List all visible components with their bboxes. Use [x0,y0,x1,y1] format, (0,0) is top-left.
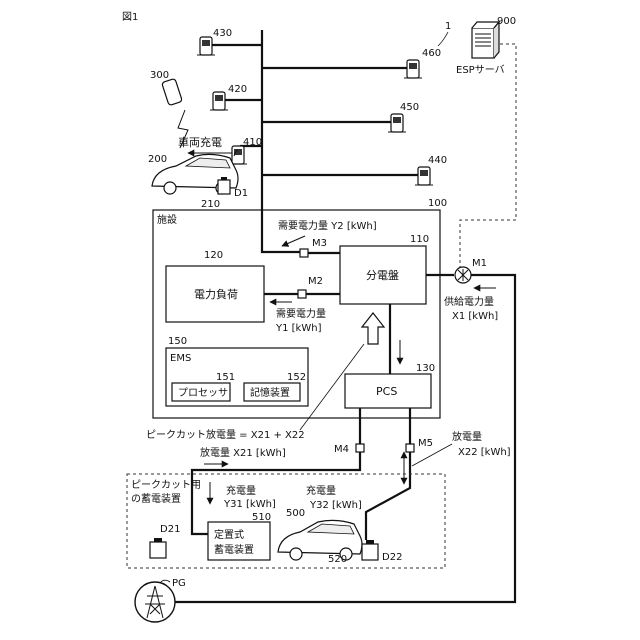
processor-ref: 151 [216,372,235,383]
smartphone-icon [162,78,183,105]
main-bus [262,30,302,252]
server-label: ESPサーバ [456,64,505,76]
charger-icon-430 [197,37,215,55]
processor-label: プロセッサ [178,387,228,399]
meter-m4-icon [356,444,364,452]
wire-m5-car [366,452,410,540]
battery-icon-d21 [150,538,166,558]
discharge-x22-line1: 放電量 [452,430,482,443]
storage-label: 記憶装置 [250,386,290,399]
grid-label: PG [172,578,186,589]
phone-ref: 300 [150,70,169,81]
server-comm-line [460,44,516,272]
stationary-line2: 蓄電装置 [214,543,254,556]
facility-label: 施設 [157,213,177,226]
supply-line1: 供給電力量 [444,295,494,308]
system-ref-leader [438,32,448,46]
system-ref: 1 [445,21,451,32]
car1-data-ref: D1 [234,188,248,199]
ems-ref: 150 [168,336,187,347]
pcs-label: PCS [376,385,397,398]
distribution-board-label: 分電盤 [366,269,399,282]
stationary-data-ref: D21 [160,524,180,535]
charger-ref-420: 420 [228,84,247,95]
storage-group-line2: の蓄電装置 [131,492,181,505]
demand-y2-arrow [282,236,305,246]
demand-y2-label: 需要電力量 Y2 [kWh] [278,219,377,232]
charger-ref-440: 440 [428,155,447,166]
charger-icon-460 [404,60,422,78]
storage-ref: 152 [287,372,306,383]
ems-label: EMS [170,353,191,364]
charger-ref-450: 450 [400,102,419,113]
vehicle-charging-label: 車両充電 [178,135,222,149]
power-load-label: 電力負荷 [194,288,238,301]
car2-part-ref: 520 [328,554,347,565]
pcs-ref: 130 [416,363,435,374]
figure-label: 図1 [122,11,138,23]
charger-ref-410: 410 [243,137,262,148]
meter-m3-icon [300,249,308,257]
car2-ref: 500 [286,508,305,519]
electric-car-icon-2 [278,520,362,560]
charger-icon-420 [210,92,228,110]
meter-m1-label: M1 [472,258,487,269]
battery-icon-d1 [218,177,230,194]
discharge-x22-line2: X22 [kWh] [458,447,511,458]
charge-y31-line1: 充電量 [226,484,256,497]
server-ref: 900 [497,16,516,27]
server-icon [472,22,499,58]
meter-m5-label: M5 [418,438,433,449]
charger-icon-450 [388,114,406,132]
meter-m4-label: M4 [334,444,349,455]
discharge-x21-label: 放電量 X21 [kWh] [200,446,286,459]
charge-y32-line2: Y32 [kWh] [309,500,362,511]
meter-m5-icon [406,444,414,452]
car1-ref: 200 [148,154,167,165]
meter-m2-label: M2 [308,276,323,287]
charger-ref-430: 430 [213,28,232,39]
hollow-up-arrow [362,313,384,344]
peak-cut-label: ピークカット放電量 = X21 + X22 [146,428,305,441]
stationary-line1: 定置式 [214,528,244,541]
car2-data-ref: D22 [382,552,402,563]
charge-y32-line1: 充電量 [306,484,336,497]
power-load-ref: 120 [204,250,223,261]
charge-y31-line2: Y31 [kWh] [223,499,276,510]
storage-group-line1: ピークカット用 [131,479,201,491]
distribution-board-ref: 110 [410,234,429,245]
charger-icon-440 [415,167,433,185]
supply-line2: X1 [kWh] [452,311,498,322]
meter-m3-label: M3 [312,238,327,249]
stationary-ref: 510 [252,512,271,523]
demand-y1-line2: Y1 [kWh] [275,323,322,334]
facility-ref: 100 [428,198,447,209]
demand-y1-line1: 需要電力量 [276,307,326,320]
car1-part-ref: 210 [201,199,220,210]
meter-m2-icon [298,290,306,298]
battery-icon-d22 [362,540,378,560]
charger-ref-460: 460 [422,48,441,59]
